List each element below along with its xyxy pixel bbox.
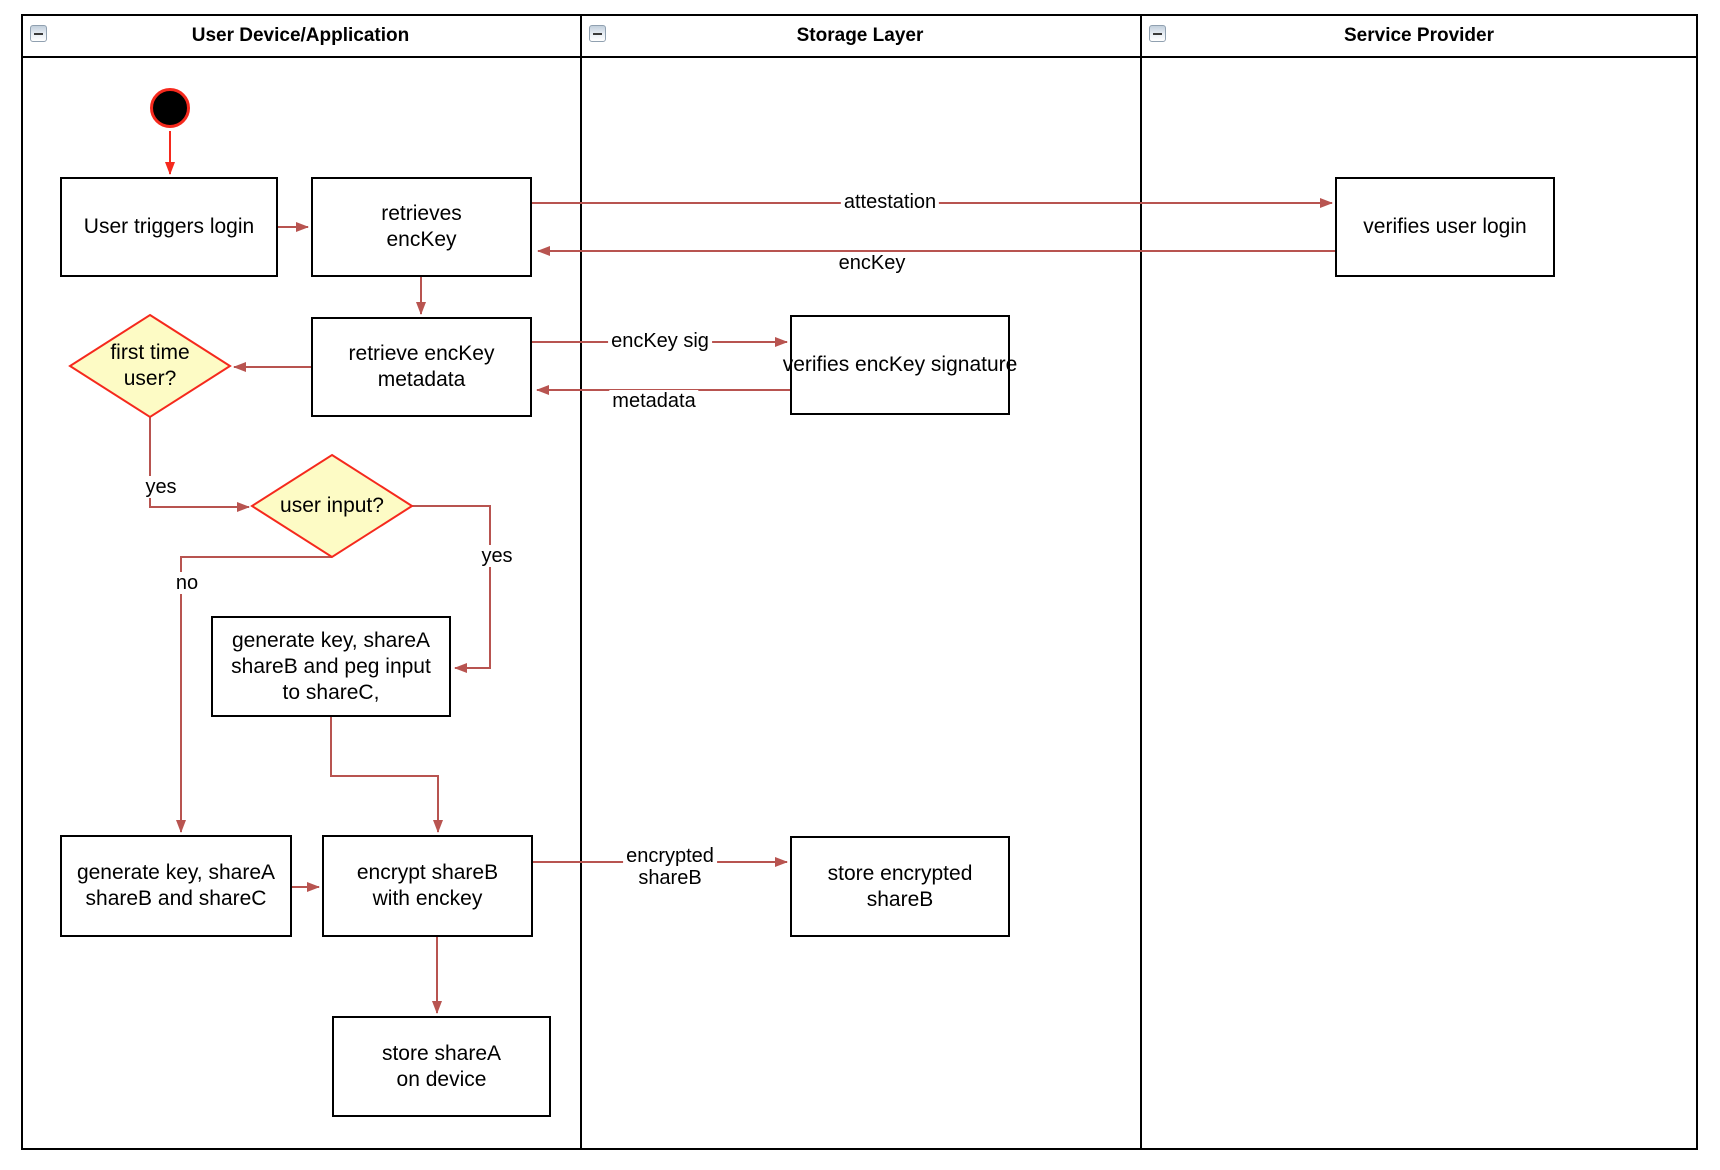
activity-verifies-user-login[interactable]: verifies user login [1335, 177, 1555, 277]
activity-generate-key-peg-input[interactable]: generate key, shareA shareB and peg inpu… [211, 616, 451, 717]
edge-label-encrypted-shareb: encrypted shareB [623, 845, 717, 889]
activity-store-sharea-on-device[interactable]: store shareA on device [332, 1016, 551, 1117]
minus-glyph [34, 32, 43, 35]
edge-peg-to-encrypt [330, 717, 443, 833]
minus-glyph [593, 32, 602, 35]
lane-separator-1 [580, 14, 582, 1150]
decision-first-time-user[interactable] [68, 313, 232, 419]
node-label: verifies encKey signature [782, 353, 1018, 376]
minus-glyph [1153, 32, 1162, 35]
edge-userinput-no [176, 556, 332, 833]
activity-store-encrypted-shareb[interactable]: store encrypted shareB [790, 836, 1010, 937]
edge-firsttime-yes [149, 417, 250, 512]
node-label: generate key, shareA shareB and shareC [76, 861, 276, 910]
node-label: verifies user login [1363, 215, 1527, 238]
activity-retrieves-enckey[interactable]: retrieves encKey [311, 177, 532, 277]
node-label: User triggers login [83, 215, 255, 238]
activity-verifies-enckey-signature[interactable]: verifies encKey signature [783, 315, 1017, 415]
lane-title-storage-layer: Storage Layer [796, 25, 924, 46]
activity-retrieve-enckey-metadata[interactable]: retrieve encKey metadata [311, 317, 532, 417]
collapse-minus-icon-user-device[interactable] [30, 25, 47, 42]
collapse-minus-icon-service-provider[interactable] [1149, 25, 1166, 42]
lane-title-user-device: User Device/Application [191, 25, 410, 46]
node-label: encrypt shareB with enckey [356, 861, 499, 910]
decision-label-user-input: user input? [252, 455, 412, 557]
lane-separator-2 [1140, 14, 1142, 1150]
activity-encrypt-shareb[interactable]: encrypt shareB with enckey [322, 835, 533, 937]
edge-label-enckey: encKey [835, 252, 909, 274]
lane-header-divider [21, 56, 1698, 58]
node-label: store encrypted shareB [827, 861, 973, 911]
activity-generate-key-shares[interactable]: generate key, shareA shareB and shareC [60, 835, 292, 937]
edge-label-yes-first-time: yes [142, 476, 180, 498]
node-label: retrieves encKey [381, 202, 462, 251]
node-label: first time user? [110, 341, 190, 390]
edge-label-attestation: attestation [840, 191, 940, 213]
edge-label-no-user-input: no [172, 572, 202, 594]
edge-userinput-yes [412, 505, 491, 673]
node-label: store shareA on device [381, 1041, 502, 1091]
node-label: generate key, shareA shareB and peg inpu… [231, 628, 431, 704]
edge-label-yes-user-input: yes [478, 545, 516, 567]
start-node[interactable] [150, 88, 190, 128]
edge-label-enckey-sig: encKey sig [608, 330, 712, 352]
decision-user-input[interactable] [250, 453, 414, 559]
node-label: retrieve encKey metadata [348, 342, 495, 391]
collapse-minus-icon-storage-layer[interactable] [589, 25, 606, 42]
decision-label-first-time-user: first time user? [70, 315, 230, 417]
node-label: user input? [280, 494, 384, 517]
edge-label-metadata: metadata [609, 390, 699, 412]
activity-user-triggers-login[interactable]: User triggers login [60, 177, 278, 277]
lane-title-service-provider: Service Provider [1344, 25, 1494, 46]
